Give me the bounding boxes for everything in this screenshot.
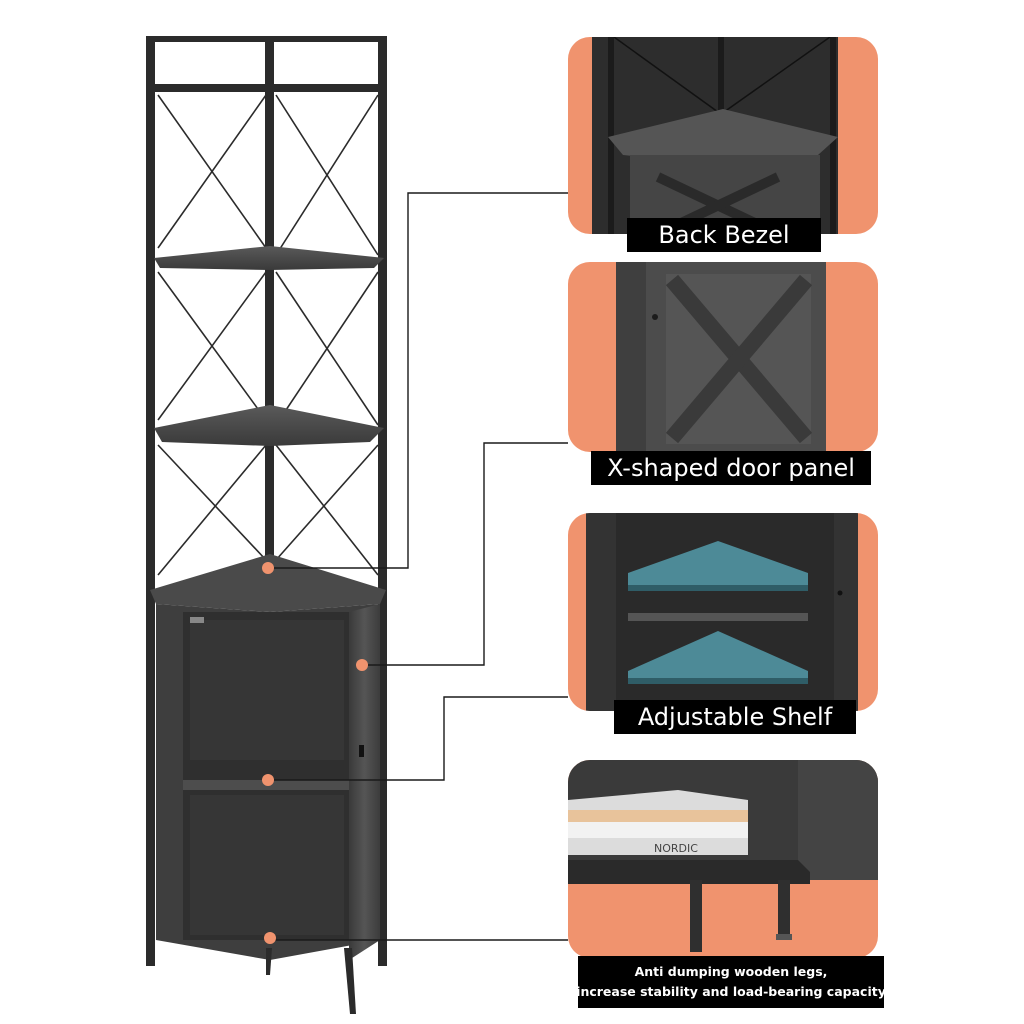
corner-shelf	[154, 246, 384, 446]
legs-label-line2: increase stability and load-bearing capa…	[576, 984, 886, 999]
legs-label-line1: Anti dumping wooden legs,	[634, 964, 828, 979]
adjustable-shelf-photo	[586, 513, 858, 711]
cabinet-top	[150, 554, 386, 612]
x-door-panel-label: X-shaped door panel	[591, 451, 871, 485]
detail-panel-x-door	[568, 262, 878, 452]
back-bezel-label: Back Bezel	[627, 218, 821, 252]
detail-panel-back-bezel	[568, 37, 878, 234]
book-spine-text: NORDIC	[654, 842, 698, 855]
adjustable-shelf-label: Adjustable Shelf	[614, 700, 856, 734]
legs-label: Anti dumping wooden legs, increase stabi…	[576, 956, 886, 1008]
detail-panel-legs: NORDIC	[568, 760, 878, 958]
back-bezel-photo	[592, 37, 838, 234]
x-door-photo	[616, 262, 826, 452]
x-brace-bars	[157, 94, 379, 576]
detail-panel-adjustable-shelf	[568, 513, 878, 711]
leader-lines	[268, 192, 568, 941]
callout-dot	[262, 562, 368, 944]
cabinet-frame	[146, 36, 387, 966]
cabinet-legs	[148, 940, 387, 1014]
legs-photo: NORDIC	[568, 760, 878, 952]
